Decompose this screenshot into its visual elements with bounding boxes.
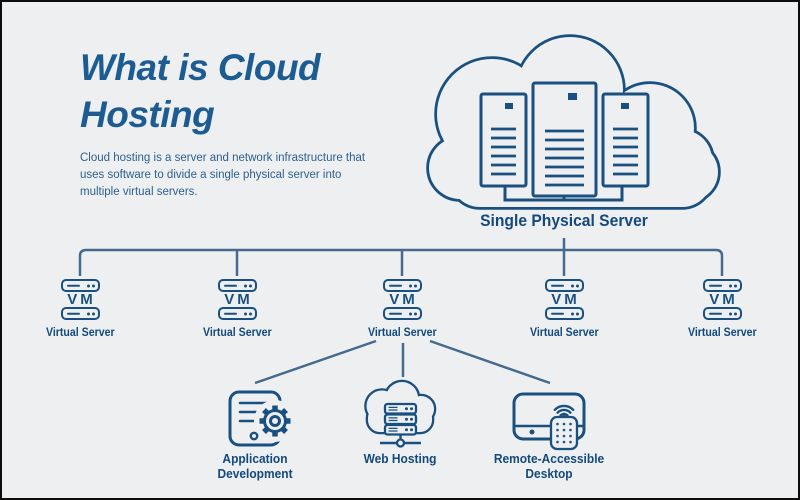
vm-icon-text: VM <box>389 291 418 308</box>
vm-server-icon <box>217 307 257 320</box>
label-line: Web Hosting <box>363 451 437 466</box>
vm-icon-text: VM <box>224 291 253 308</box>
label-line: Remote-Accessible <box>493 451 605 466</box>
virtual-server-node-3: VM Virtual Server <box>362 279 442 339</box>
vm-server-icon <box>217 279 257 292</box>
virtual-server-node-2: VM Virtual Server <box>197 279 277 339</box>
virtual-server-node-1: VM Virtual Server <box>40 279 120 339</box>
virtual-server-label: Virtual Server <box>687 327 757 339</box>
server-tower-right-icon <box>601 92 650 188</box>
vm-server-icon <box>544 307 584 320</box>
vm-server-icon <box>382 279 422 292</box>
vm-server-icon <box>382 307 422 320</box>
label-line: Desktop <box>525 466 573 481</box>
application-development-icon <box>228 390 296 447</box>
server-tower-center-icon <box>531 81 598 198</box>
label-line: Development <box>217 466 293 481</box>
virtual-server-label: Virtual Server <box>529 327 599 339</box>
vm-server-icon <box>60 279 100 292</box>
virtual-server-node-4: VM Virtual Server <box>524 279 604 339</box>
vm-server-icon <box>702 307 742 320</box>
vm-icon-text: VM <box>709 291 738 308</box>
vm-icon-text: VM <box>67 291 96 308</box>
server-tower-left-icon <box>479 92 528 188</box>
remote-accessible-desktop-label: Remote-Accessible Desktop <box>494 451 604 481</box>
label-line: Application <box>222 451 288 466</box>
virtual-server-label: Virtual Server <box>367 327 437 339</box>
web-hosting-label: Web Hosting <box>364 451 437 466</box>
vm-server-icon <box>60 307 100 320</box>
vm-icon-text: VM <box>551 291 580 308</box>
remote-desktop-icon <box>512 392 586 451</box>
tower-base-bracket <box>503 186 624 202</box>
wifi-icon <box>553 404 575 417</box>
title-line-1: What is Cloud <box>80 47 321 88</box>
virtual-server-label: Virtual Server <box>45 327 115 339</box>
page-title: What is Cloud Hosting <box>80 44 321 138</box>
description-text: Cloud hosting is a server and network in… <box>80 152 366 198</box>
vm-server-icon <box>702 279 742 292</box>
web-hosting-icon <box>367 382 435 448</box>
vm-server-icon <box>544 279 584 292</box>
application-development-label: Application Development <box>217 451 292 481</box>
gear-icon <box>259 405 291 437</box>
title-line-2: Hosting <box>80 94 215 135</box>
virtual-server-node-5: VM Virtual Server <box>682 279 762 339</box>
connector-lines <box>78 238 724 385</box>
single-physical-server-label: Single Physical Server <box>480 211 648 230</box>
virtual-server-label: Virtual Server <box>202 327 272 339</box>
server-rack-icon <box>383 402 418 436</box>
remote-control-icon <box>549 415 579 451</box>
